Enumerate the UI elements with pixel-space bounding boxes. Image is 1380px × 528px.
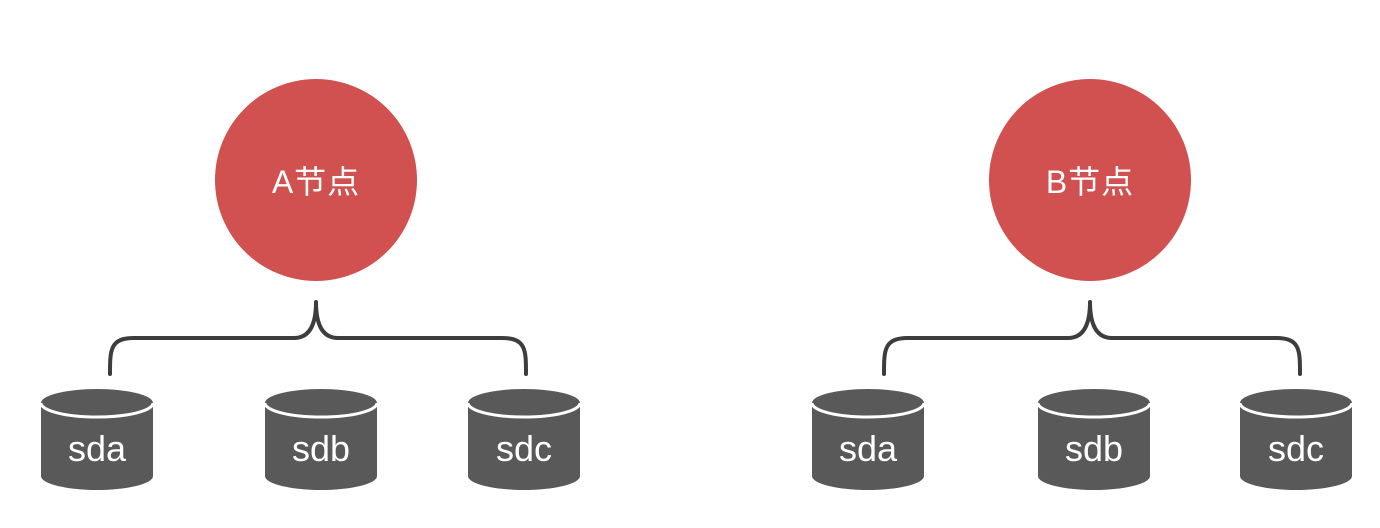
brace-connector-a	[108, 300, 528, 376]
node-a-label: A节点	[271, 164, 361, 200]
disk-label: sdc	[1267, 428, 1325, 469]
brace-connector-b	[882, 300, 1302, 376]
disk-label: sda	[838, 428, 898, 469]
node-b-circle: B节点	[989, 79, 1191, 281]
disk-label: sdb	[1064, 428, 1124, 469]
cylinder-icon	[810, 389, 926, 490]
cylinder-icon	[1036, 389, 1152, 490]
disk-a-sda: sda	[39, 388, 155, 492]
cylinder-icon	[39, 389, 155, 490]
disk-label: sdc	[495, 428, 553, 469]
brace-a-path	[108, 300, 528, 376]
brace-b-path	[882, 300, 1302, 376]
cylinder-icon	[263, 389, 379, 490]
disk-b-sdc: sdc	[1238, 388, 1354, 492]
disk-b-sdb: sdb	[1036, 388, 1152, 492]
node-a-circle: A节点	[215, 79, 417, 281]
disk-b-sda: sda	[810, 388, 926, 492]
cylinder-icon	[1238, 389, 1354, 490]
disk-label: sdb	[291, 428, 351, 469]
node-b-label: B节点	[1045, 164, 1135, 200]
disk-a-sdc: sdc	[466, 388, 582, 492]
cylinder-icon	[466, 389, 582, 490]
disk-a-sdb: sdb	[263, 388, 379, 492]
disk-label: sda	[67, 428, 127, 469]
